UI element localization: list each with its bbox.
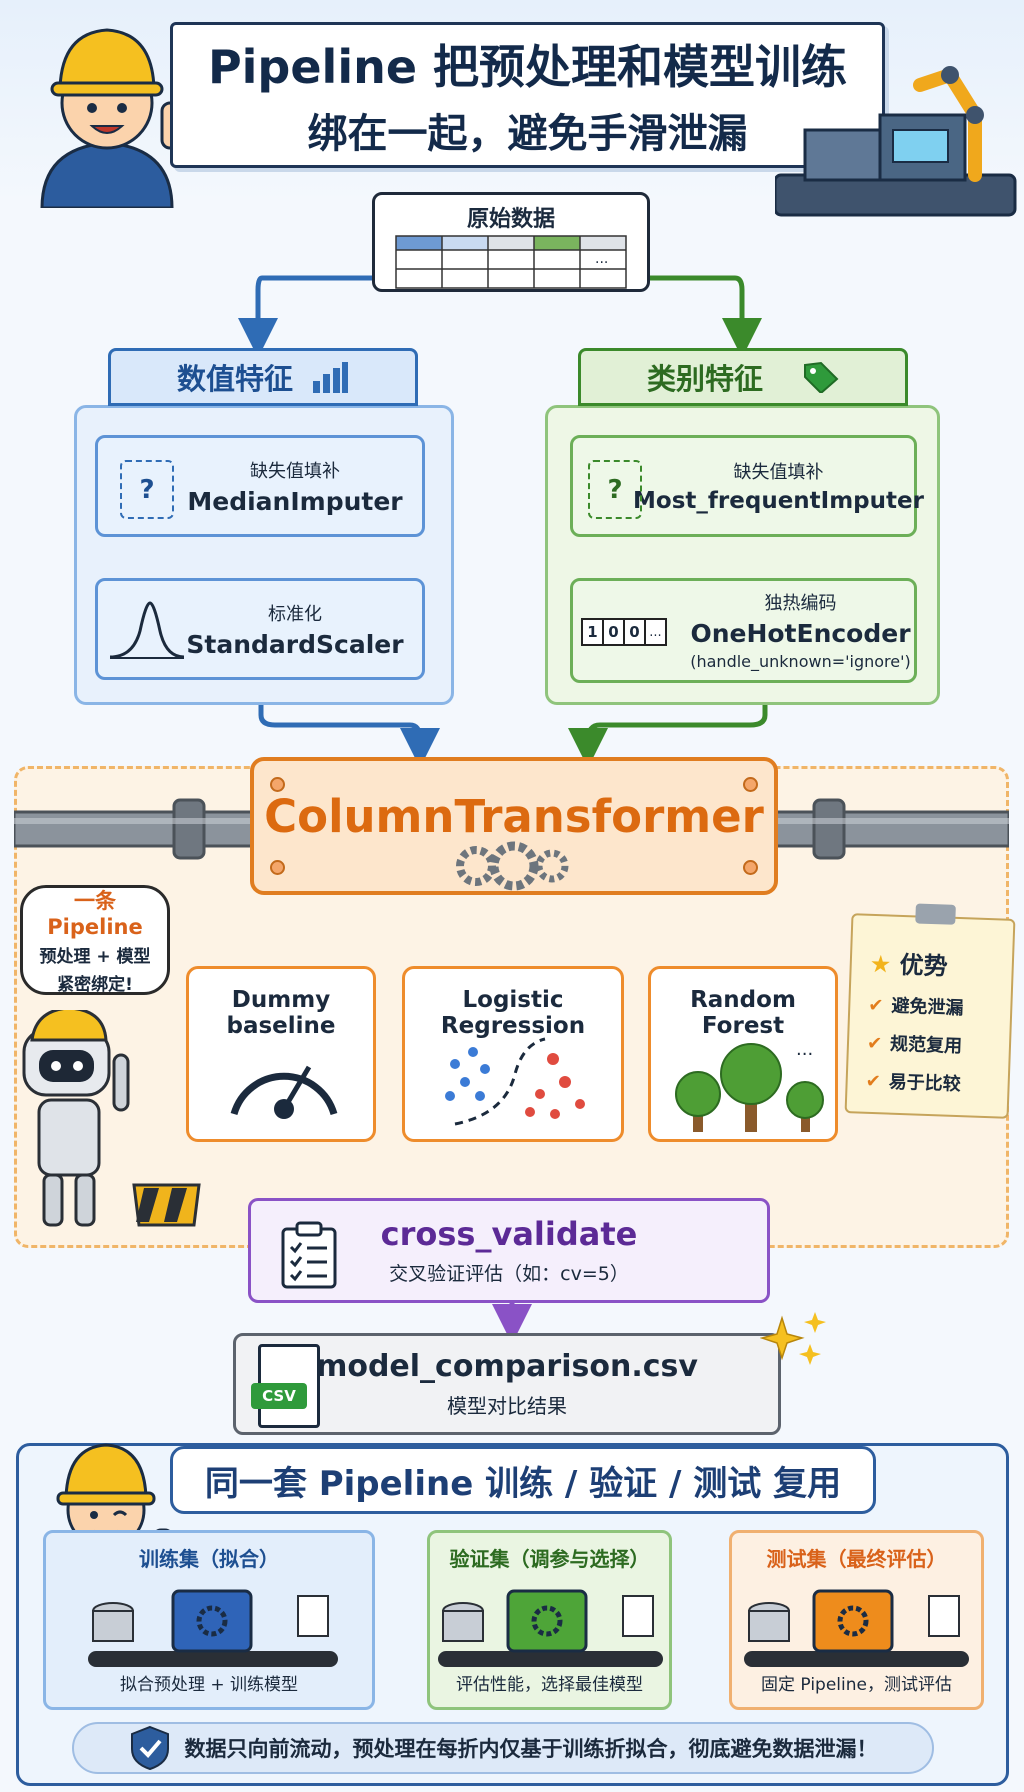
model-name: Dummy baseline — [226, 987, 336, 1039]
stage-desc: 拟合预处理 + 训练模型 — [119, 1675, 299, 1695]
bubble-line-2: 预处理 + 模型 — [39, 947, 151, 967]
standard-scaler-en: StandardScaler — [186, 629, 404, 659]
footer-note: 数据只向前流动，预处理在每折内仅基于训练折拟合，彻底避免数据泄漏！ — [72, 1722, 934, 1774]
check-icon: ✔ — [866, 1032, 883, 1055]
tag-icon — [804, 361, 839, 393]
advantages-title-text: 优势 — [899, 950, 949, 981]
train-machine-icon — [88, 1589, 338, 1667]
results-title: model_comparison.csv — [316, 1349, 698, 1384]
gears-icon — [456, 841, 569, 891]
standard-scaler-step: 标准化 StandardScaler — [95, 578, 425, 680]
test-machine-icon — [744, 1589, 969, 1667]
advantage-item: ✔ 易于比较 — [865, 1067, 990, 1097]
stage-train: 训练集（拟合） 拟合预处理 + 训练模型 — [43, 1530, 375, 1710]
bar-chart-icon — [313, 362, 348, 393]
model-name: Logistic Regression — [440, 987, 586, 1039]
one-hot-code-icon: 1 0 0 ... — [581, 618, 667, 646]
footer-note-text: 数据只向前流动，预处理在每折内仅基于训练折拟合，彻底避免数据泄漏！ — [184, 1737, 878, 1761]
median-imputer-cn: 缺失值填补 — [250, 460, 340, 482]
forest-icon — [675, 1043, 824, 1132]
median-imputer-step: ? 缺失值填补 MedianImputer — [95, 435, 425, 537]
model-card-dummy: Dummy baseline — [186, 966, 376, 1142]
stage-title: 验证集（调参与选择） — [449, 1547, 650, 1571]
advantage-item: ✔ 避免泄漏 — [868, 991, 993, 1021]
title-banner: Pipeline 把预处理和模型训练 绑在一起，避免手滑泄漏 — [170, 22, 885, 168]
one-hot-encoder-param: (handle_unknown='ignore') — [690, 652, 911, 671]
code-cell: 0 — [625, 618, 646, 646]
most-frequent-imputer-step: ? 缺失值填补 Most_frequentImputer — [570, 435, 924, 537]
model-card-random-forest: Random Forest ... — [648, 966, 838, 1142]
gauge-icon — [230, 1065, 338, 1119]
advantage-text: 易于比较 — [888, 1071, 962, 1096]
advantage-text: 避免泄漏 — [891, 995, 964, 1020]
raw-data-ellipsis: ... — [595, 251, 609, 267]
one-hot-encoder-en: OneHotEncoder — [690, 619, 911, 648]
raw-data-box: 原始数据 ... — [372, 192, 650, 292]
model-name: Random Forest — [690, 987, 796, 1039]
categorical-features-heading: 类别特征 — [578, 348, 908, 406]
results-file-box: CSV model_comparison.csv 模型对比结果 — [233, 1333, 781, 1435]
numeric-features-heading: 数值特征 — [108, 348, 418, 406]
csv-badge: CSV — [251, 1383, 307, 1409]
raw-data-title: 原始数据 — [466, 207, 555, 232]
most-frequent-imputer-en: Most_frequentImputer — [633, 488, 924, 514]
code-cell: 1 — [581, 618, 604, 646]
advantage-item: ✔ 规范复用 — [867, 1029, 992, 1059]
validation-machine-icon — [438, 1589, 663, 1667]
code-cell: 0 — [604, 618, 625, 646]
most-frequent-imputer-cn: 缺失值填补 — [733, 462, 824, 483]
star-icon: ★ — [869, 949, 892, 979]
shield-check-icon — [130, 1725, 169, 1771]
speech-bubble: 一条 Pipeline 预处理 + 模型 紧密绑定! — [20, 885, 170, 995]
one-hot-encoder-step: 1 0 0 ... 独热编码 OneHotEncoder (handle_unk… — [570, 578, 917, 683]
stage-desc: 固定 Pipeline，测试评估 — [761, 1675, 952, 1695]
robot-mascot-icon — [22, 1010, 201, 1227]
checklist-icon — [281, 1221, 337, 1289]
column-transformer-title: ColumnTransformer — [264, 789, 764, 843]
advantages-note: ★ 优势 ✔避免泄漏 ✔规范复用 ✔易于比较 — [844, 903, 1016, 1119]
model-card-logistic: Logistic Regression — [402, 966, 624, 1142]
advantage-text: 规范复用 — [889, 1033, 963, 1058]
cross-validate-title: cross_validate — [380, 1215, 638, 1253]
numeric-features-label: 数值特征 — [176, 362, 293, 396]
clip-icon — [915, 903, 956, 925]
check-icon: ✔ — [865, 1070, 882, 1093]
stage-title: 训练集（拟合） — [139, 1547, 279, 1571]
code-cell: ... — [646, 618, 667, 646]
advantages-title: ★ 优势 — [869, 944, 994, 983]
robot-arm-factory-icon — [775, 66, 1017, 217]
scatter-classification-icon — [445, 1037, 585, 1126]
data-table-icon — [395, 235, 627, 289]
one-hot-encoder-cn: 独热编码 — [764, 593, 837, 614]
bubble-line-1: 一条 Pipeline — [47, 889, 143, 939]
stage-validation: 验证集（调参与选择） 评估性能，选择最佳模型 — [427, 1530, 672, 1710]
sparkle-icon — [760, 1312, 826, 1365]
worker-mascot-icon — [40, 28, 180, 208]
results-subtitle: 模型对比结果 — [447, 1394, 567, 1418]
forest-ellipsis: ... — [796, 1039, 814, 1060]
column-transformer-box: ColumnTransformer — [250, 757, 778, 895]
stage-test: 测试集（最终评估） 固定 Pipeline，测试评估 — [729, 1530, 984, 1710]
cross-validate-box: cross_validate 交叉验证评估（如：cv=5） — [248, 1198, 770, 1303]
title-line-2: 绑在一起，避免手滑泄漏 — [307, 111, 748, 157]
reuse-title: 同一套 Pipeline 训练 / 验证 / 测试 复用 — [170, 1446, 876, 1514]
standard-scaler-cn: 标准化 — [267, 603, 322, 625]
categorical-features-label: 类别特征 — [646, 362, 763, 396]
missing-value-icon: ? — [588, 460, 642, 519]
check-icon: ✔ — [867, 994, 884, 1017]
title-line-1: Pipeline 把预处理和模型训练 — [207, 40, 848, 94]
csv-file-icon: CSV — [251, 1344, 320, 1428]
cross-validate-subtitle: 交叉验证评估（如：cv=5） — [389, 1263, 629, 1285]
bubble-line-3: 紧密绑定! — [57, 975, 133, 995]
median-imputer-en: MedianImputer — [187, 486, 403, 516]
stage-desc: 评估性能，选择最佳模型 — [456, 1675, 643, 1695]
stage-title: 测试集（最终评估） — [766, 1547, 947, 1571]
bell-curve-icon — [109, 601, 185, 659]
missing-value-icon: ? — [120, 460, 174, 519]
